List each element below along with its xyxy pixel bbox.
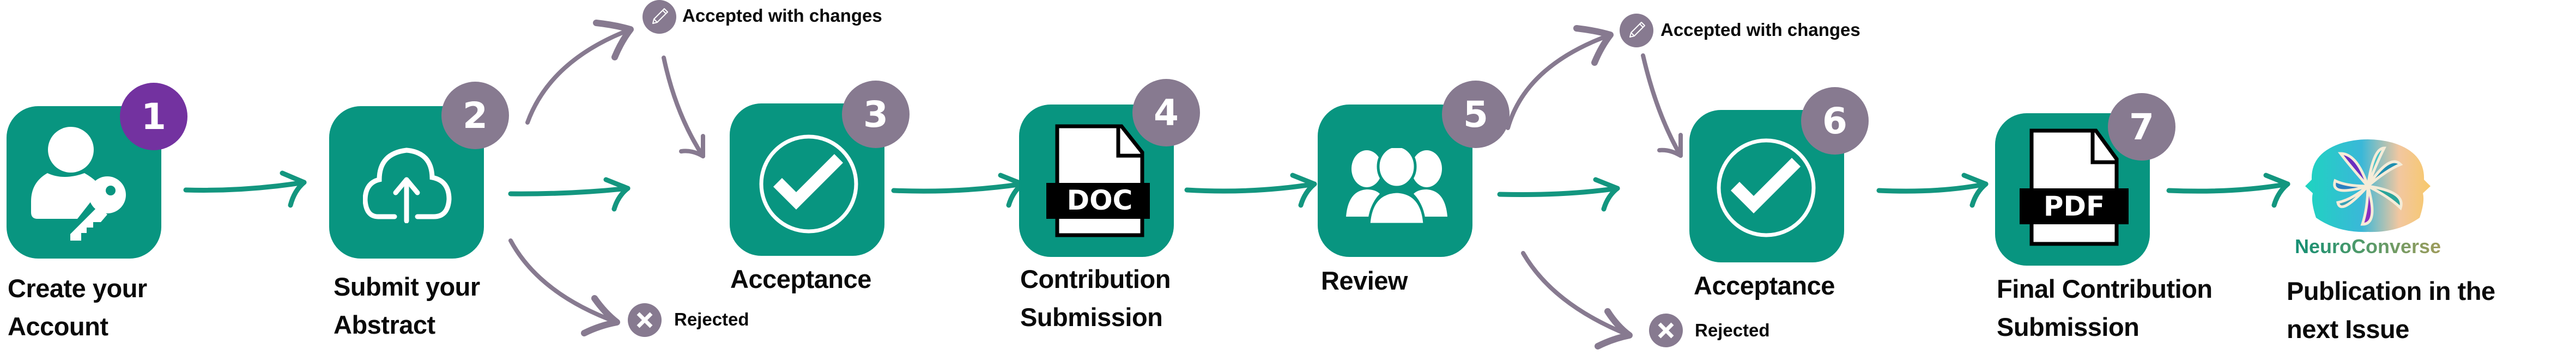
doc-file-tag: DOC bbox=[1067, 185, 1133, 216]
step-6-badge: 6 bbox=[1801, 87, 1869, 155]
arrow-step1-to-step2 bbox=[183, 170, 307, 208]
step-4-label: Contribution Submission bbox=[1020, 265, 1171, 332]
rejected-icon-2 bbox=[1649, 314, 1683, 347]
branch-arrow-step2-accepted-with-changes bbox=[525, 20, 634, 125]
branch-arrow-changes-to-step6 bbox=[1641, 53, 1683, 158]
step-4-box: DOC bbox=[1019, 105, 1174, 257]
branch-arrow-step2-rejected bbox=[508, 238, 620, 336]
step-2-badge: 2 bbox=[441, 82, 509, 149]
x-icon bbox=[637, 312, 653, 328]
neuroconverse-logo-text: NeuroConverse bbox=[2295, 235, 2441, 257]
pencil-icon bbox=[1629, 22, 1645, 38]
user-key-icon bbox=[31, 127, 126, 241]
cloud-upload-icon bbox=[363, 148, 452, 223]
accepted-with-changes-label-2: Accepted with changes bbox=[1660, 20, 1860, 40]
step-3-label: Acceptance bbox=[730, 265, 871, 293]
check-circle-icon bbox=[1717, 138, 1816, 237]
branch-arrow-changes-to-step3 bbox=[662, 56, 705, 158]
accepted-with-changes-icon-1 bbox=[643, 0, 676, 34]
step-6-label: Acceptance bbox=[1694, 271, 1835, 300]
branch-arrow-step5-accepted-with-changes bbox=[1506, 25, 1614, 130]
rejected-label-1: Rejected bbox=[674, 309, 749, 329]
arrow-step3-to-step4 bbox=[891, 173, 1025, 208]
step-5-badge: 5 bbox=[1442, 81, 1510, 148]
arrow-step2-to-step3 bbox=[508, 177, 631, 212]
step-5-label: Review bbox=[1321, 266, 1408, 295]
doc-file-icon: DOC bbox=[1046, 124, 1150, 237]
step-7-box: PDF bbox=[1995, 113, 2150, 266]
check-circle-icon bbox=[759, 134, 858, 234]
arrow-step7-to-publication bbox=[2166, 173, 2290, 208]
publication-label: Publication in the next Issue bbox=[2287, 277, 2495, 343]
accepted-with-changes-icon-2 bbox=[1620, 14, 1653, 47]
step-7-label: Final Contribution Submission bbox=[1997, 274, 2213, 341]
step-3-badge: 3 bbox=[842, 81, 910, 148]
step-1-label: Create your Account bbox=[8, 274, 147, 341]
step-7-badge: 7 bbox=[2108, 93, 2175, 161]
step-1-box bbox=[7, 106, 161, 259]
accepted-with-changes-label-1: Accepted with changes bbox=[682, 5, 882, 26]
neuroconverse-logo-icon bbox=[2305, 139, 2430, 232]
x-icon bbox=[1658, 322, 1674, 339]
pencil-icon bbox=[652, 8, 668, 24]
step-1-badge: 1 bbox=[120, 83, 187, 150]
arrow-step5-to-step6 bbox=[1497, 177, 1620, 212]
step-2-label: Submit your Abstract bbox=[334, 272, 480, 339]
arrow-step6-to-step7 bbox=[1876, 173, 1989, 208]
step-4-badge: 4 bbox=[1132, 79, 1200, 146]
step-5-box bbox=[1318, 105, 1472, 257]
rejected-label-2: Rejected bbox=[1695, 320, 1770, 340]
rejected-icon-1 bbox=[628, 303, 662, 337]
users-group-icon bbox=[1346, 148, 1447, 224]
arrow-step4-to-step5 bbox=[1184, 173, 1317, 208]
pdf-file-tag: PDF bbox=[2044, 191, 2105, 222]
pdf-file-icon: PDF bbox=[2020, 128, 2129, 246]
branch-arrow-step5-rejected bbox=[1521, 251, 1633, 349]
